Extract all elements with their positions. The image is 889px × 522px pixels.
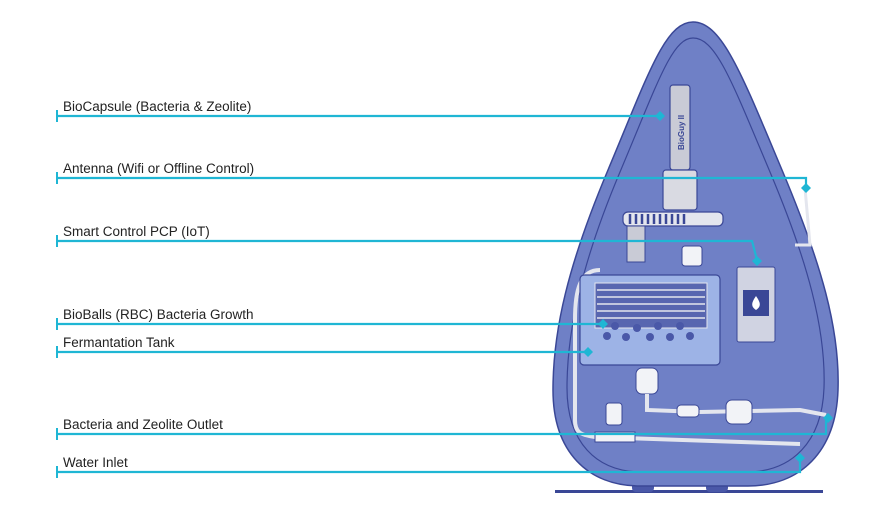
label-antenna: Antenna (Wifi or Offline Control)	[63, 161, 255, 176]
capsule-holder	[662, 169, 698, 211]
label-smart-control: Smart Control PCP (IoT)	[63, 224, 210, 239]
filter	[676, 404, 700, 418]
base-line	[555, 490, 823, 493]
capsule-text: BioGuy II	[677, 115, 686, 150]
antenna-rod	[795, 187, 812, 247]
inlet-fitting	[594, 431, 636, 443]
drop-icon	[752, 296, 760, 310]
pump	[635, 367, 659, 395]
valve-box	[725, 399, 753, 425]
label-bioballs: BioBalls (RBC) Bacteria Growth	[63, 307, 254, 322]
outlet-pipe	[645, 394, 827, 417]
down-pipe	[626, 225, 646, 263]
callout-markers	[56, 110, 833, 478]
label-biocapsule: BioCapsule (Bacteria & Zeolite)	[63, 99, 252, 114]
label-outlet: Bacteria and Zeolite Outlet	[63, 417, 223, 432]
label-fermentation-tank: Fermantation Tank	[63, 335, 175, 350]
inlet-valve	[605, 402, 623, 426]
sensor-box	[681, 245, 703, 267]
label-water-inlet: Water Inlet	[63, 455, 128, 470]
